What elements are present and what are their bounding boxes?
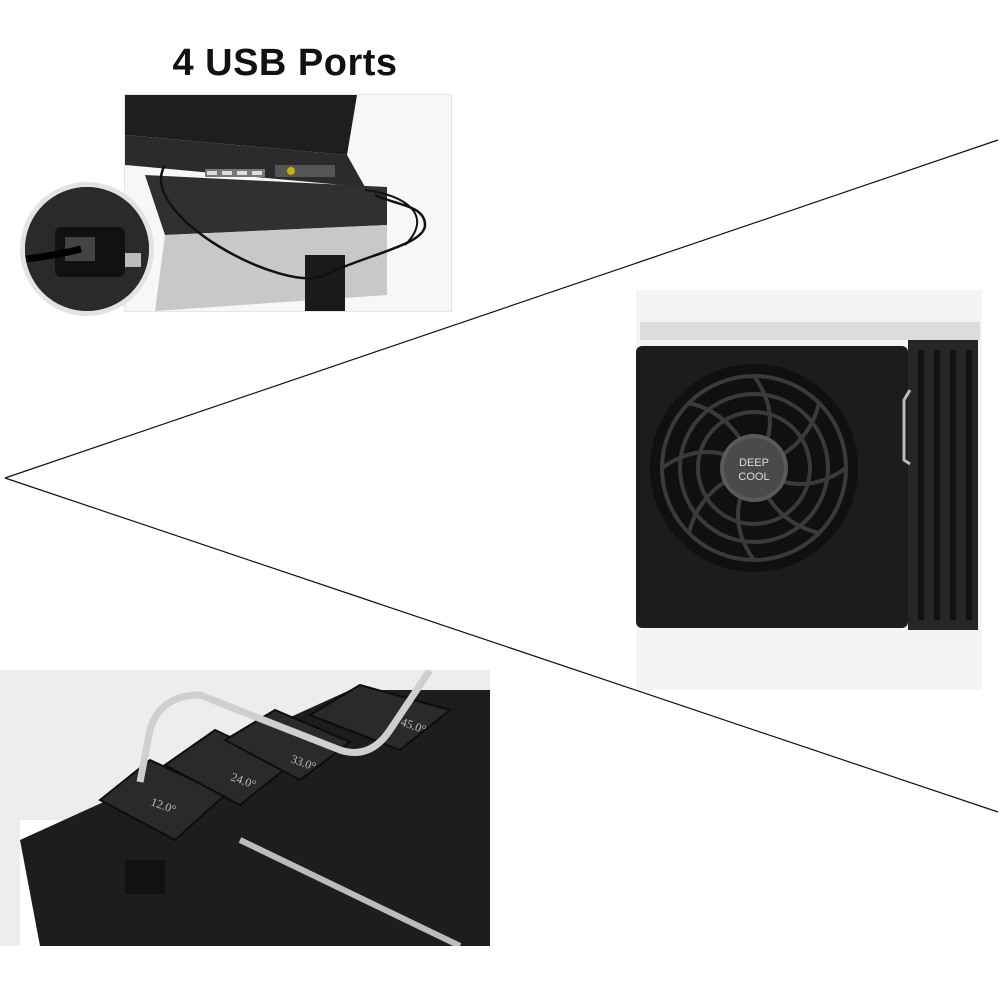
laptop-ports	[275, 165, 335, 177]
connector-line-lower	[4, 477, 999, 813]
angle-adjust-photo: 12.0° 24.0° 33.0° 45.0°	[0, 670, 490, 946]
usb-port-row	[205, 169, 265, 177]
laptop-screen	[125, 95, 357, 155]
cooler-stand	[145, 175, 387, 235]
fan-logo-bottom: COOL	[738, 471, 769, 483]
cooling-fan-illustration: DEEP COOL	[636, 290, 982, 690]
usb-ports-heading: 4 USB Ports	[172, 42, 398, 84]
angle-stand-illustration: 12.0° 24.0° 33.0° 45.0°	[0, 670, 490, 946]
usb-ports-photo	[124, 94, 452, 312]
connector-line-upper	[4, 139, 999, 479]
usb-port-closeup	[20, 182, 154, 316]
laptop-on-stand-illustration	[125, 95, 451, 311]
cooling-fan-photo: DEEP COOL	[636, 290, 982, 690]
usb-cable	[160, 164, 427, 280]
usb-plug-closeup-illustration	[25, 187, 149, 311]
support-wire	[136, 670, 433, 783]
stand-clip	[125, 860, 165, 894]
fan-logo-top: DEEP	[739, 457, 769, 469]
usb-plug-cable	[25, 245, 82, 263]
usb-socket	[125, 253, 141, 267]
angle-teeth	[98, 683, 453, 842]
